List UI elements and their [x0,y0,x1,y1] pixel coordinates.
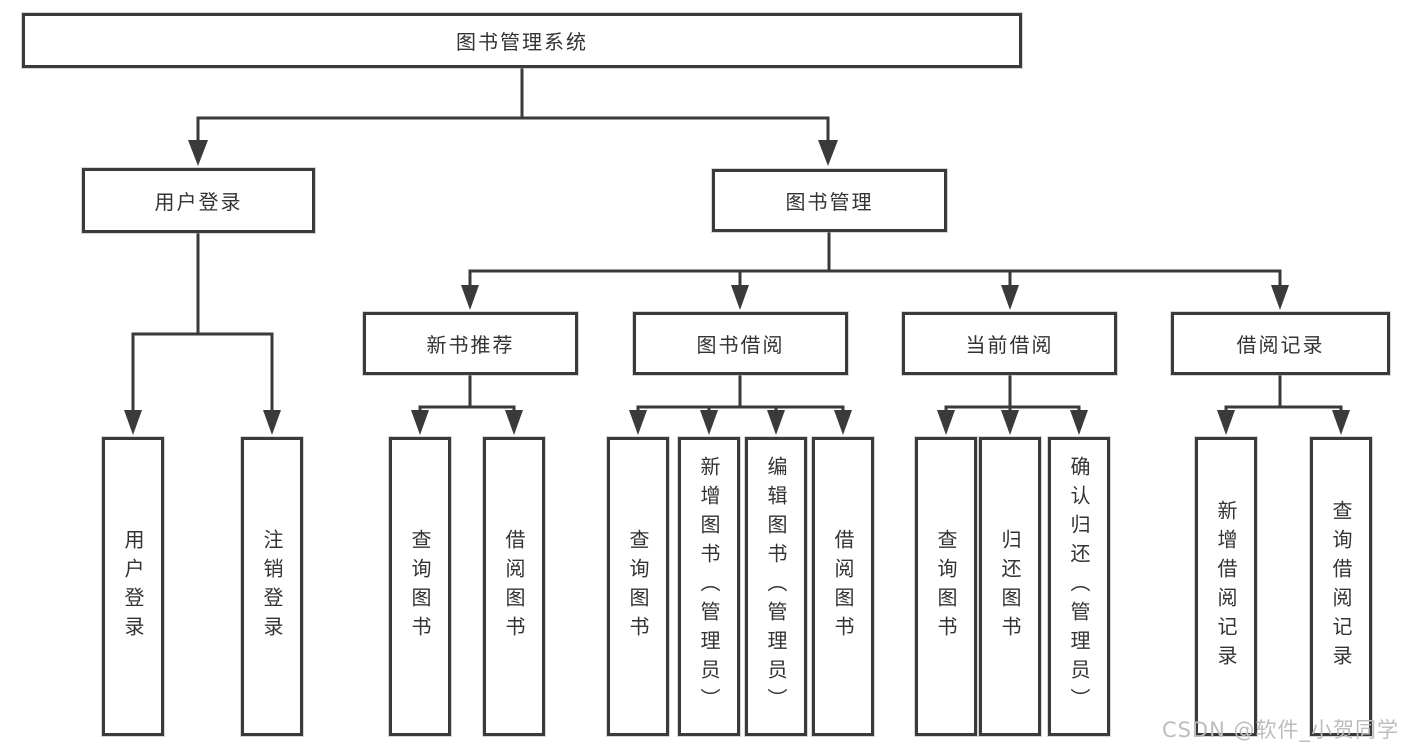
node-label: 借阅记录 [1236,333,1325,357]
node-label: 图书管理系统 [456,30,588,54]
node-label: 查询借阅记录 [1329,499,1353,674]
leaf-query-borrow-record: 查询借阅记录 [1310,437,1372,736]
node-label: 用户登录 [154,190,243,214]
leaf-borrow-books-borrowing: 借阅图书 [812,437,874,736]
node-label: 查询图书 [408,528,432,645]
leaf-add-books-admin: 新增图书（管理员） [678,437,740,736]
node-label: 查询图书 [626,528,650,645]
node-label: 编辑图书（管理员） [764,456,788,717]
node-label: 查询图书 [934,528,958,645]
leaf-logout-login: 注销登录 [241,437,303,736]
node-label: 注销登录 [260,528,284,645]
leaf-user-login: 用户登录 [102,437,164,736]
node-borrowing-records: 借阅记录 [1171,312,1390,375]
node-label: 借阅图书 [831,528,855,645]
leaf-query-books-recommend: 查询图书 [389,437,451,736]
node-label: 新增借阅记录 [1214,499,1238,674]
leaf-return-books: 归还图书 [979,437,1041,736]
node-book-borrowing: 图书借阅 [633,312,848,375]
node-label: 图书借阅 [696,333,785,357]
node-current-borrowing: 当前借阅 [902,312,1117,375]
node-label: 新增图书（管理员） [697,456,721,717]
leaf-edit-books-admin: 编辑图书（管理员） [745,437,807,736]
node-label: 归还图书 [998,528,1022,645]
node-label: 借阅图书 [502,528,526,645]
node-book-management: 图书管理 [712,169,947,232]
node-library-management-system: 图书管理系统 [22,13,1022,68]
node-label: 新书推荐 [426,333,515,357]
arrowheads [124,140,1350,435]
leaf-add-borrow-record: 新增借阅记录 [1195,437,1257,736]
watermark: CSDN @软件_小贺同学 [1161,718,1399,742]
node-new-book-recommendation: 新书推荐 [363,312,578,375]
node-label: 确认归还（管理员） [1067,456,1091,717]
leaf-confirm-return-admin: 确认归还（管理员） [1048,437,1110,736]
node-label: 图书管理 [785,190,874,214]
node-label: 当前借阅 [965,333,1054,357]
leaf-borrow-books-recommend: 借阅图书 [483,437,545,736]
leaf-query-books-borrowing: 查询图书 [607,437,669,736]
leaf-query-books-current: 查询图书 [915,437,977,736]
node-user-login: 用户登录 [82,168,315,233]
node-label: 用户登录 [121,528,145,645]
